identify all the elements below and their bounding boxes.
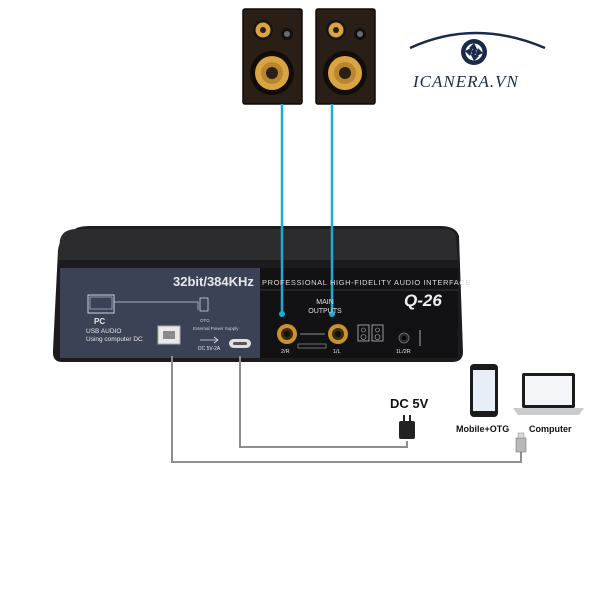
usb-audio-label: USB AUDIO Using computer DC: [86, 328, 143, 344]
computer-callout: Computer: [529, 424, 572, 434]
jack-2r-label: 2/R: [281, 349, 290, 355]
usb-cables: [171, 356, 522, 463]
dc-5v-callout: DC 5V: [390, 396, 429, 411]
audio-interface-device: [52, 226, 464, 362]
speaker-left-icon: [242, 8, 303, 105]
model-label: Q-26: [404, 291, 442, 310]
speaker-right-icon: [315, 8, 376, 105]
speaker-cables: [279, 104, 335, 317]
external-power-label: External Power Supply: [193, 326, 239, 331]
otg-phone-icon: [199, 297, 209, 312]
pc-monitor-icon: [87, 294, 115, 314]
main-outputs-line2: OUTPUTS: [308, 308, 342, 315]
otg-label: OTG: [200, 318, 210, 323]
usb-audio-line2: Using computer DC: [86, 336, 143, 343]
usb-plug-icon: [515, 432, 527, 453]
interface-label: PROFESSIONAL HIGH-FIDELITY AUDIO INTERFA…: [262, 278, 471, 287]
main-outputs-line1: MAIN: [316, 299, 334, 306]
pc-label: PC: [94, 317, 106, 326]
main-outputs-label: MAIN OUTPUTS: [302, 298, 348, 316]
mobile-otg-callout: Mobile+OTG: [456, 424, 510, 434]
device-spec-label: 32bit/384KHz: [173, 274, 254, 289]
jack-1l2r-label: 1L/2R: [396, 349, 411, 355]
panel-right: [260, 268, 458, 358]
camera-aperture-logo-icon: [409, 31, 546, 65]
dc-input-label: DC 5V-2A: [198, 346, 221, 352]
laptop-icon: [513, 373, 584, 415]
jack-1l-label: 1/L: [333, 349, 341, 355]
jack-2r: [277, 324, 297, 344]
brand-logo-text: ICANERA.VN: [413, 72, 519, 91]
power-adapter-icon: [399, 415, 415, 439]
smartphone-icon: [470, 364, 498, 417]
usb-audio-line1: USB AUDIO: [86, 328, 122, 335]
jack-1l: [328, 324, 348, 344]
